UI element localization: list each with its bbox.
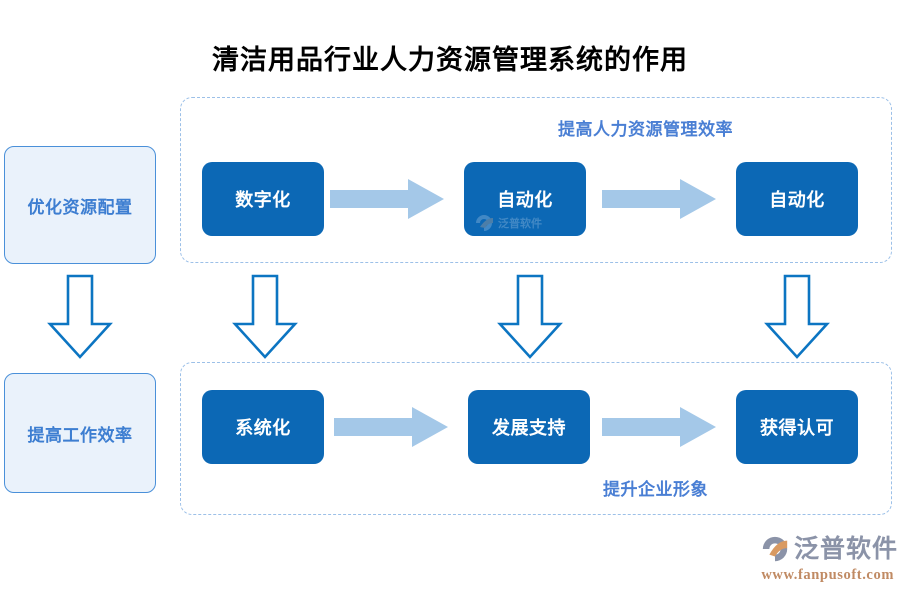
fanpu-swoosh-icon	[762, 536, 788, 562]
step-box[interactable]: 获得认可	[736, 390, 858, 464]
brand-logo: 泛普软件 www.fanpusoft.com	[760, 534, 897, 590]
page-title: 清洁用品行业人力资源管理系统的作用	[212, 45, 688, 75]
logo-url: www.fanpusoft.com	[761, 567, 894, 583]
arrow-down-icon	[497, 274, 563, 359]
step-box[interactable]: 系统化	[202, 390, 324, 464]
step-box-label: 数字化	[235, 190, 291, 210]
side-box-improve-efficiency[interactable]: 提高工作效率	[4, 373, 156, 493]
logo-name: 泛普软件	[794, 534, 899, 563]
panel-top	[180, 97, 892, 263]
panel-top-label: 提高人力资源管理效率	[558, 120, 733, 139]
side-box-optimize-resources[interactable]: 优化资源配置	[4, 146, 156, 264]
step-box[interactable]: 自动化	[736, 162, 858, 236]
step-box-label: 系统化	[235, 418, 291, 438]
arrow-down-icon	[764, 274, 830, 359]
step-box[interactable]: 数字化	[202, 162, 324, 236]
step-box[interactable]: 自动化 泛普软件	[464, 162, 586, 236]
fanpu-watermark-icon: 泛普软件	[476, 215, 542, 231]
svg-text:泛普软件: 泛普软件	[498, 216, 542, 230]
step-box[interactable]: 发展支持	[468, 390, 590, 464]
side-box-label: 提高工作效率	[27, 425, 133, 445]
step-box-label: 自动化	[497, 190, 553, 210]
arrow-right-icon	[334, 407, 448, 447]
logo-row: 泛普软件	[760, 534, 897, 564]
arrow-right-icon	[602, 407, 716, 447]
arrow-down-icon	[47, 274, 113, 359]
step-box-label: 获得认可	[760, 418, 834, 438]
step-box-label: 自动化	[769, 190, 825, 210]
panel-bottom	[180, 362, 892, 515]
side-box-label: 优化资源配置	[27, 197, 133, 217]
step-box-label: 发展支持	[492, 418, 566, 438]
arrow-down-icon	[232, 274, 298, 359]
arrow-right-icon	[602, 179, 716, 219]
panel-bottom-label: 提升企业形象	[603, 480, 708, 499]
arrow-right-icon	[330, 179, 444, 219]
